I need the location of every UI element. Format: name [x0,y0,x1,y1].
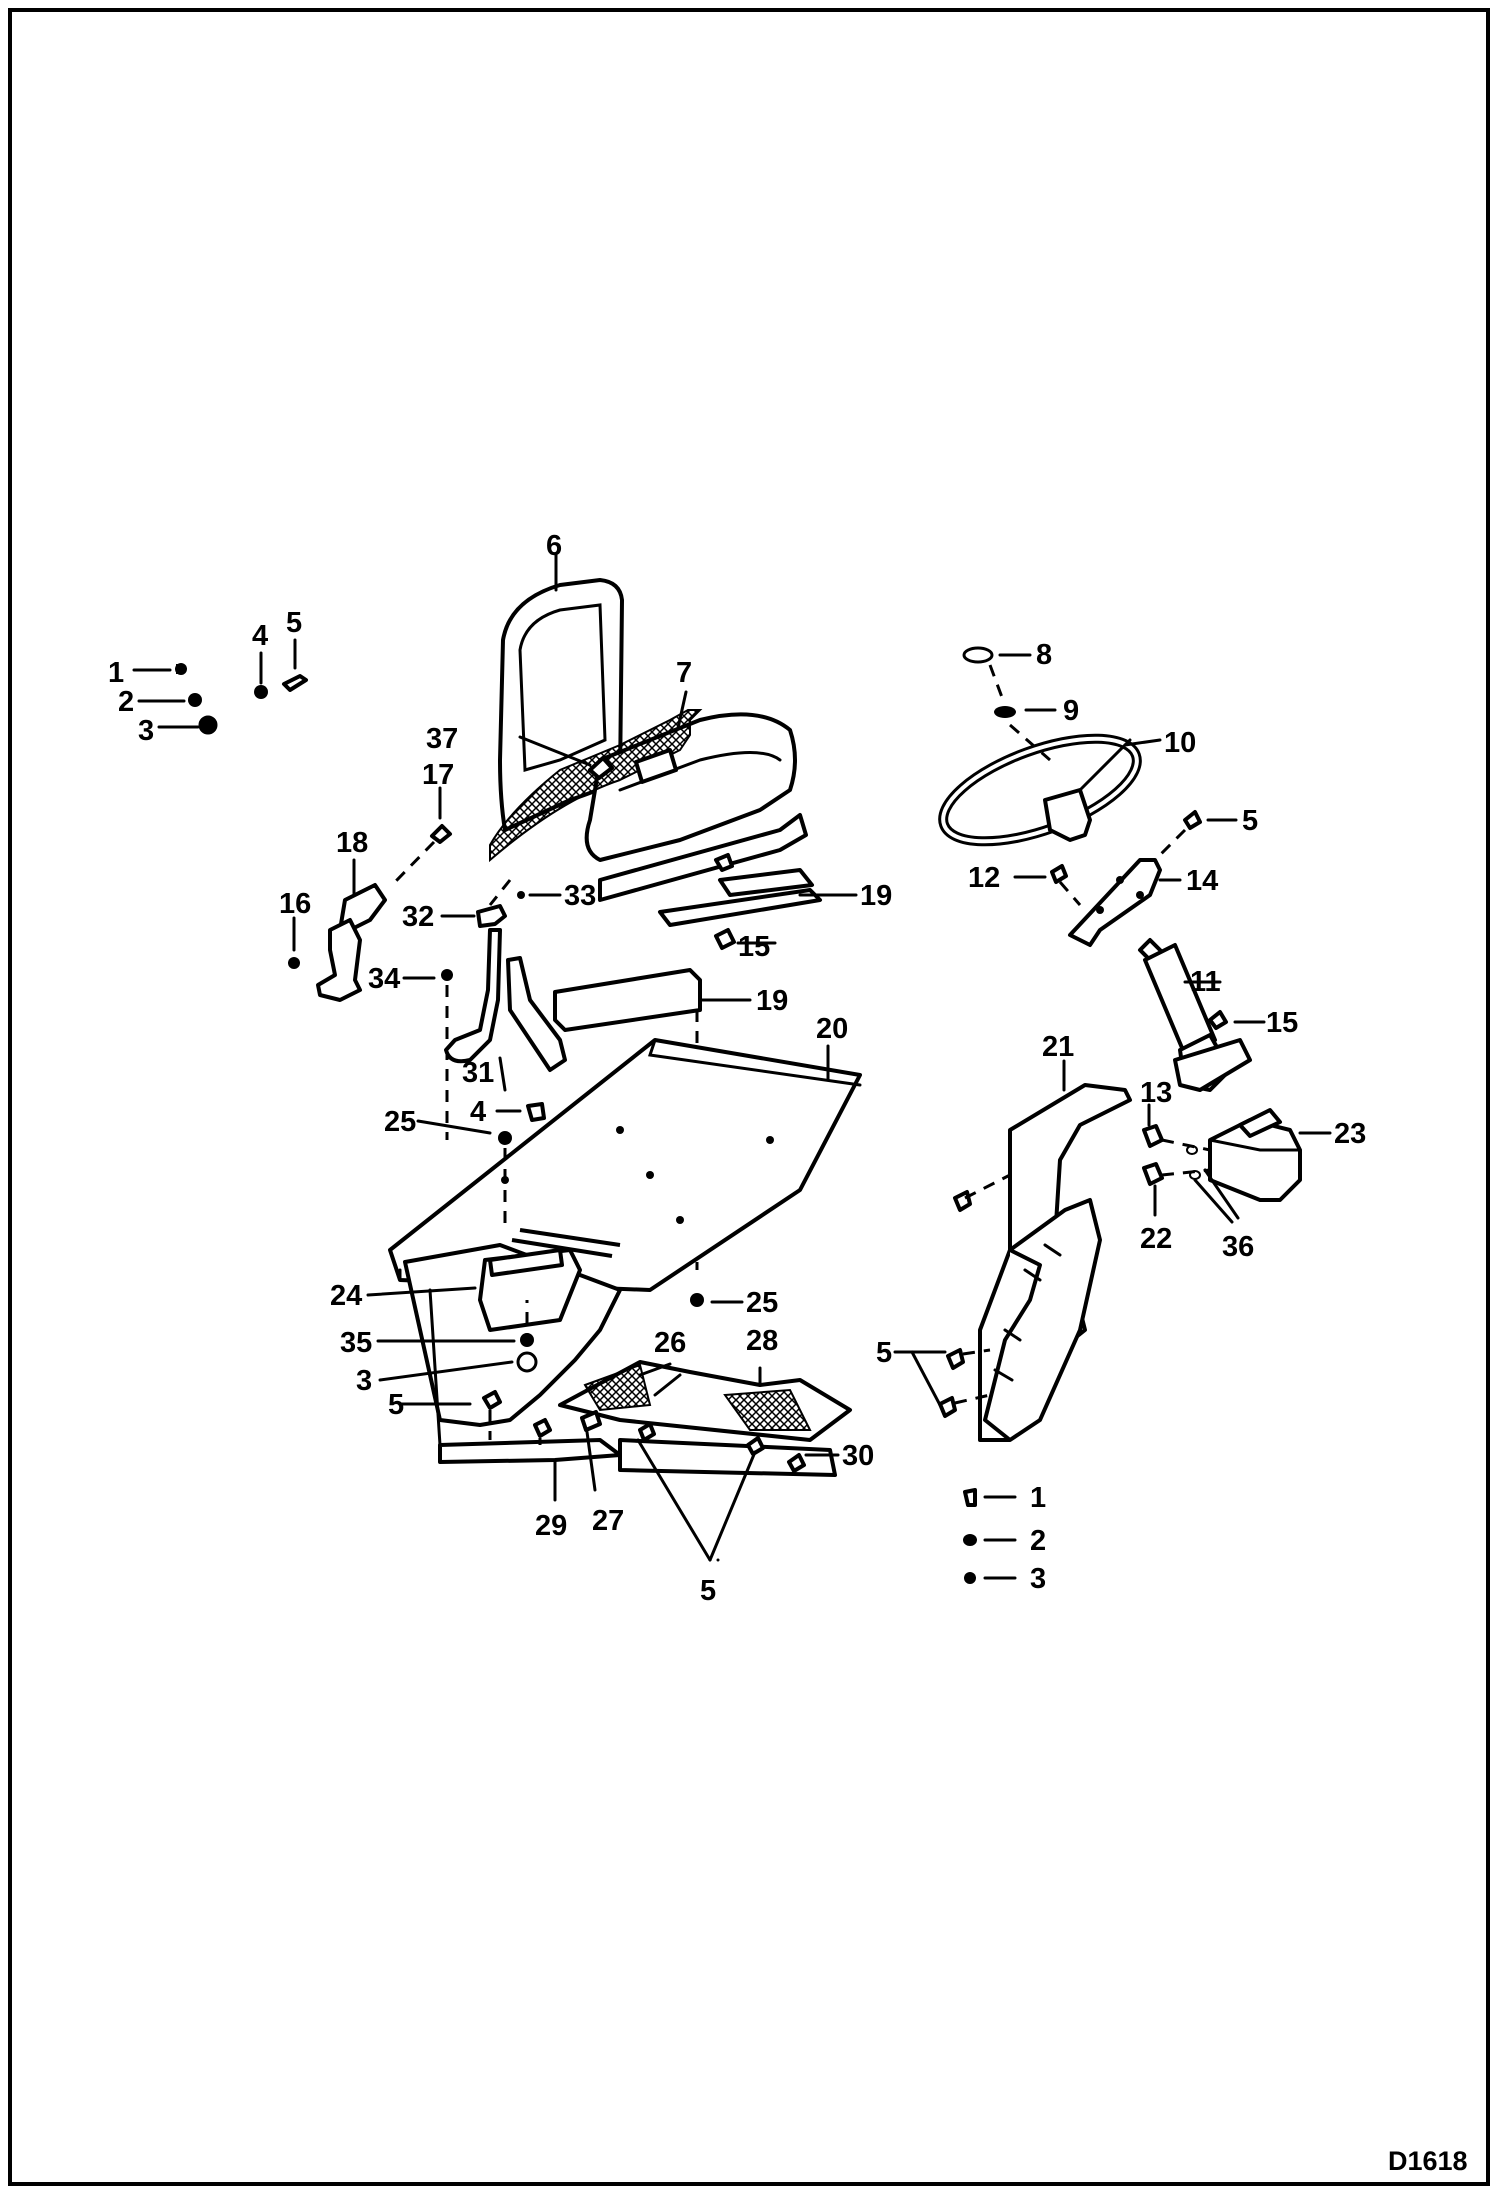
callout-15-column: 15 [1266,1007,1298,1039]
callout-32: 32 [402,901,434,933]
callout-12: 12 [968,862,1000,894]
callout-11: 11 [1190,966,1221,998]
callout-24: 24 [330,1280,362,1312]
figure-code: D1618 [1388,2146,1468,2176]
callout-5: 5 [286,607,302,639]
side-panel-21 [893,1059,1132,1442]
callout-15-seat: 15 [738,931,770,963]
callout-2: 2 [118,686,134,718]
leader-7 [676,690,688,730]
callout-22: 22 [1140,1223,1172,1255]
callout-19-lower: 19 [756,985,788,1017]
callout-3-tank: 3 [356,1365,372,1397]
bracket-18 [288,858,387,1002]
callout-3: 3 [138,715,154,747]
callout-33: 33 [564,880,596,912]
callout-4-belt: 4 [470,1096,486,1128]
callout-9: 9 [1063,695,1079,727]
valve-23 [1142,1103,1332,1224]
callout-35: 35 [340,1327,372,1359]
callout-21: 21 [1042,1031,1074,1063]
callout-5-panel: 5 [876,1337,892,1369]
steering-column-11 [1138,938,1266,1092]
callout-20: 20 [816,1013,848,1045]
callout-25-upper: 25 [384,1106,416,1138]
fasteners-25-4 [416,1102,744,1307]
callout-6: 6 [546,530,562,562]
floor-plate-20 [388,1038,862,1292]
steering-assembly [938,646,1238,947]
callout-34: 34 [368,963,400,995]
callout-26: 26 [654,1327,686,1359]
callout-27: 27 [592,1505,624,1537]
callout-16: 16 [279,888,311,920]
callout-25-lower: 25 [746,1287,778,1319]
callout-30: 30 [842,1440,874,1472]
callout-3-bottom: 3 [1030,1563,1046,1595]
callout-5-bottom: 5 [700,1575,716,1607]
fasteners-32-33 [440,879,562,928]
callout-7: 7 [676,657,692,689]
callout-5-steering: 5 [1242,805,1258,837]
callout-14: 14 [1186,865,1218,897]
callout-2-bottom: 2 [1030,1525,1046,1557]
callout-17: 17 [422,759,454,791]
callout-8: 8 [1036,639,1052,671]
callout-4: 4 [252,620,268,652]
callout-1-bottom: 1 [1030,1482,1046,1514]
hardware-group-bottom-right [963,1488,1017,1584]
callout-29: 29 [535,1510,567,1542]
page-border [8,8,1490,2186]
callout-5-plate: 5 [388,1389,404,1421]
seat-assembly [489,578,808,902]
bolt-17 [393,786,452,884]
callout-18: 18 [336,827,368,859]
hardware-group-top-left [132,638,308,735]
floor-panels-26-30 [398,1288,852,1562]
callout-31: 31 [462,1057,494,1089]
callout-37: 37 [426,723,458,755]
callout-28: 28 [746,1325,778,1357]
bracket-24 [366,1243,622,1427]
belt-bracket-31 [402,928,567,1140]
callout-36: 36 [1222,1231,1254,1263]
callout-23: 23 [1334,1118,1366,1150]
callout-10: 10 [1164,727,1196,759]
callout-19-upper: 19 [860,880,892,912]
callout-1: 1 [108,657,124,689]
callout-13: 13 [1140,1077,1172,1109]
